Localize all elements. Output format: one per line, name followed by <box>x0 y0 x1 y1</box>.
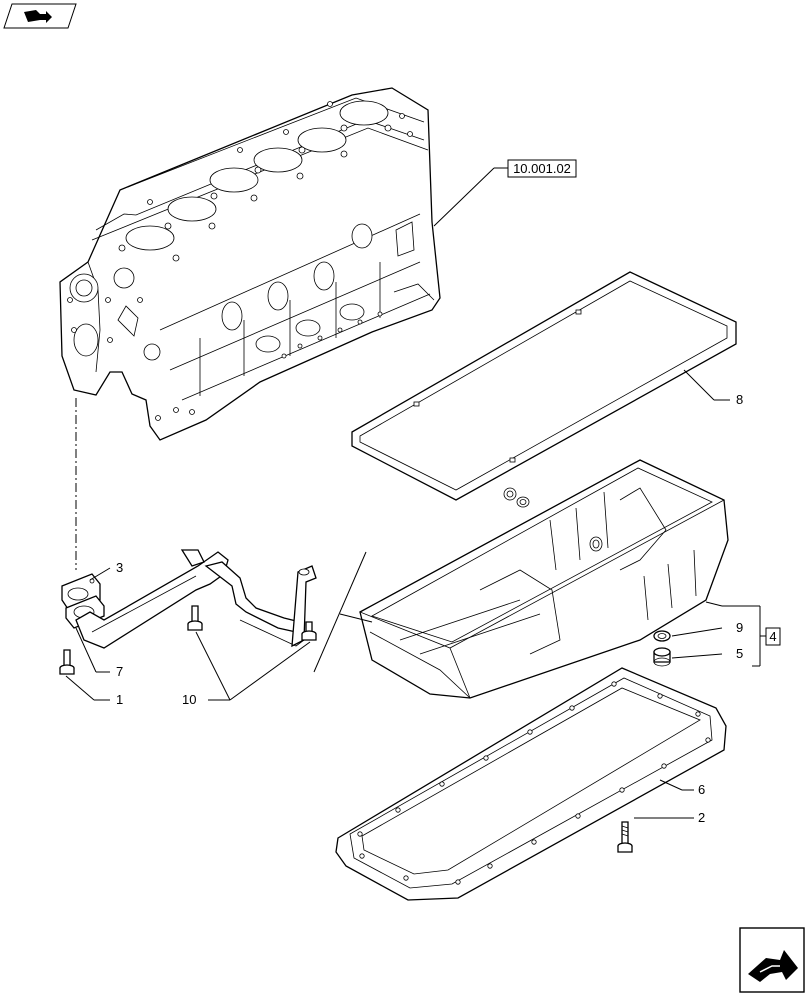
oil-pan <box>359 459 729 699</box>
bolt-10b <box>301 621 317 641</box>
leader-lines <box>65 369 766 819</box>
book-arrow-icon[interactable] <box>3 3 77 29</box>
callout-9[interactable]: 9 <box>736 620 743 635</box>
bolt-1 <box>59 649 75 675</box>
bolt-10a <box>187 605 203 631</box>
fitting-pair <box>503 487 530 508</box>
callout-6[interactable]: 6 <box>698 782 705 797</box>
callout-7[interactable]: 7 <box>116 664 123 679</box>
section-line <box>339 613 373 623</box>
drain-washer <box>653 630 671 642</box>
reference-box[interactable]: 10.001.02 <box>507 159 577 178</box>
screw-2 <box>617 821 633 853</box>
callout-1[interactable]: 1 <box>116 692 123 707</box>
callout-10[interactable]: 10 <box>182 692 196 707</box>
reference-leader <box>433 167 508 227</box>
callout-4: 4 <box>769 629 776 644</box>
callout-8[interactable]: 8 <box>736 392 743 407</box>
drain-plug <box>653 647 671 667</box>
engine-block <box>59 87 441 441</box>
callout-2[interactable]: 2 <box>698 810 705 825</box>
oil-suction-pipe <box>61 549 317 649</box>
oil-pan-gasket <box>351 271 737 501</box>
callout-3[interactable]: 3 <box>116 560 123 575</box>
callout-4-box[interactable]: 4 <box>765 627 781 646</box>
lower-frame <box>335 667 727 901</box>
callout-5[interactable]: 5 <box>736 646 743 661</box>
next-page-arrow-icon[interactable] <box>739 927 805 993</box>
reference-box-label: 10.001.02 <box>513 161 571 176</box>
section-line <box>313 551 367 673</box>
